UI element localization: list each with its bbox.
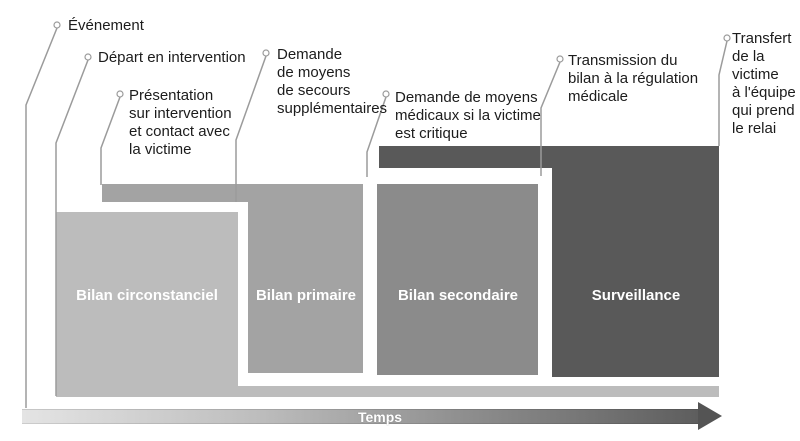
- callout-marker-circle: [723, 34, 731, 42]
- phase-surveillance-block: [552, 168, 719, 377]
- event-label-presentation: Présentation sur intervention et contact…: [129, 87, 232, 158]
- time-axis-label: Temps: [357, 409, 403, 425]
- callout-marker-circle: [53, 21, 61, 29]
- phase-bilan-secondaire-block: [377, 184, 538, 375]
- phase-label-bilan-secondaire: Bilan secondaire: [397, 287, 519, 304]
- event-label-demande-secours: Demande de moyens de secours supplémenta…: [277, 46, 388, 117]
- event-label-depart-en-intervention: Départ en intervention: [98, 49, 246, 66]
- phase-bilan-circonstanciel-foot-band: [56, 386, 719, 397]
- time-axis-arrow-shaft: [22, 409, 698, 424]
- phase-surveillance-band: [379, 146, 719, 168]
- phase-label-bilan-circonstanciel: Bilan circonstanciel: [76, 287, 218, 304]
- phase-bilan-primaire-band: [102, 184, 363, 202]
- callout-marker-circle: [556, 55, 564, 63]
- phase-label-bilan-primaire: Bilan primaire: [255, 287, 357, 304]
- phase-label-surveillance: Surveillance: [591, 287, 681, 304]
- phase-bilan-primaire-block: [248, 202, 363, 373]
- phase-bilan-circonstanciel-block: [56, 212, 238, 397]
- time-axis-arrowhead-icon: [698, 402, 722, 430]
- event-label-demande-medicaux: Demande de moyens médicaux si la victime…: [395, 89, 541, 142]
- callout-marker-circle: [116, 90, 124, 98]
- event-label-evenement: Événement: [68, 17, 144, 34]
- callout-line-evenement: [25, 27, 58, 408]
- callout-line-demande-secours: [235, 55, 267, 202]
- callout-marker-circle: [84, 53, 92, 61]
- callout-marker-circle: [262, 49, 270, 57]
- event-label-transfert: Transfert de la victime à l'équipe qui p…: [732, 30, 796, 137]
- callout-line-presentation: [100, 96, 121, 185]
- callout-line-transfert: [718, 40, 728, 146]
- event-label-transmission: Transmission du bilan à la régulation mé…: [568, 52, 699, 105]
